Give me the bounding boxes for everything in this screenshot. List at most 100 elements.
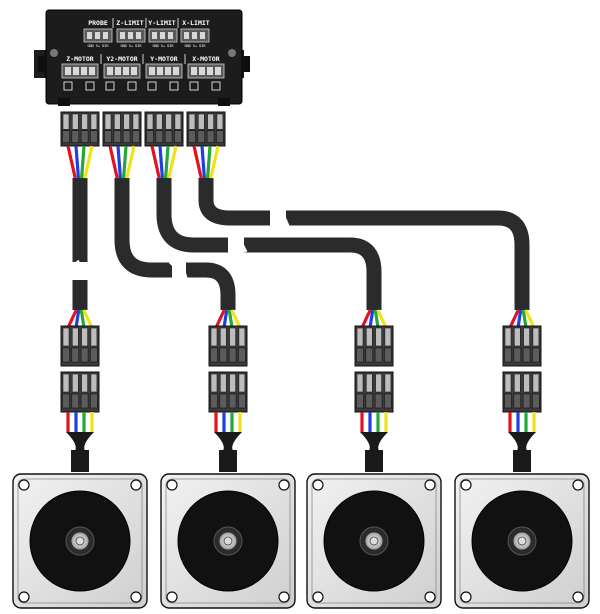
- plug-socket: [356, 393, 364, 409]
- motor-shaft-tip: [517, 536, 527, 546]
- cable-boot: [360, 432, 388, 452]
- plug-socket: [174, 130, 182, 143]
- port-label-z-motor: Z-MOTOR: [66, 55, 93, 63]
- mount-hole: [312, 479, 324, 491]
- plug-pin: [229, 373, 236, 393]
- motor-shaft-tip: [223, 536, 233, 546]
- plug-pin: [62, 113, 70, 130]
- stepper-motor-1: [12, 473, 148, 609]
- wire: [521, 309, 528, 327]
- wire: [509, 309, 520, 327]
- mount-hole: [130, 591, 142, 603]
- plug-socket: [188, 130, 196, 143]
- plug-socket: [122, 130, 131, 143]
- plug-socket: [90, 393, 98, 409]
- plug-pin: [220, 327, 227, 347]
- plug-pin: [513, 327, 521, 347]
- plug-pin: [504, 373, 512, 393]
- cable-bundle: [72, 178, 530, 310]
- plug-pin: [114, 113, 121, 130]
- mount-hole: [18, 591, 30, 603]
- wire: [164, 145, 170, 179]
- plug-pin: [72, 113, 79, 130]
- plug-pin: [123, 113, 130, 130]
- plug-socket: [113, 130, 122, 143]
- plug-socket: [238, 347, 246, 363]
- port-label-y-motor: Y-MOTOR: [150, 55, 177, 63]
- plug-pin: [62, 327, 70, 347]
- plug-pin: [216, 113, 224, 130]
- wire: [516, 309, 523, 327]
- plug-socket: [504, 393, 512, 409]
- plug-socket: [206, 130, 215, 143]
- plug-socket: [62, 393, 70, 409]
- wire: [230, 309, 241, 327]
- plug-pin: [104, 113, 112, 130]
- plug-pin: [220, 373, 227, 393]
- mount-hole: [572, 591, 584, 603]
- pin-hint-z-limit: GND S+ DIR: [120, 44, 142, 48]
- pin-hint-y-limit: GND S+ DIR: [152, 44, 174, 48]
- wire: [122, 145, 128, 179]
- wire: [83, 145, 94, 179]
- plug-socket: [513, 393, 522, 409]
- plug-socket: [104, 130, 112, 143]
- plug-socket: [238, 393, 246, 409]
- cable-boot: [508, 432, 536, 452]
- plug-socket: [504, 347, 512, 363]
- mount-hole: [278, 479, 290, 491]
- wire: [209, 145, 220, 179]
- plug-socket: [90, 130, 98, 143]
- plug-socket: [80, 347, 89, 363]
- wire: [227, 309, 234, 327]
- port-label-probe: PROBE: [88, 19, 108, 27]
- plug-socket: [164, 130, 173, 143]
- plug-pin: [72, 327, 79, 347]
- plug-socket: [513, 347, 522, 363]
- wire: [167, 145, 178, 179]
- plug-pin: [90, 327, 98, 347]
- mount-hole: [278, 591, 290, 603]
- wire: [373, 309, 380, 327]
- plug-pin: [90, 113, 98, 130]
- plug-pin: [174, 113, 182, 130]
- plug-pin: [356, 327, 364, 347]
- plug-pin: [504, 327, 512, 347]
- wire: [158, 145, 164, 179]
- plug-socket: [522, 393, 531, 409]
- plug-pin: [210, 373, 218, 393]
- mount-hole: [460, 591, 472, 603]
- port-label-x-motor: X-MOTOR: [192, 55, 219, 63]
- port-label-x-limit: X-LIMIT: [182, 19, 209, 27]
- plug-pin: [132, 113, 140, 130]
- mount-hole: [424, 479, 436, 491]
- plug-pin: [207, 113, 214, 130]
- plug-pin: [365, 373, 373, 393]
- plug-socket: [197, 130, 206, 143]
- plug-pin: [384, 327, 392, 347]
- plug-socket: [365, 393, 374, 409]
- plug-socket: [384, 347, 392, 363]
- plug-pin: [229, 327, 236, 347]
- port-label-z-limit: Z-LIMIT: [116, 19, 143, 27]
- plug-pin: [238, 373, 246, 393]
- plug-pin: [356, 373, 364, 393]
- wire: [192, 145, 203, 179]
- mount-hole: [424, 591, 436, 603]
- wire: [125, 145, 136, 179]
- plug-socket: [90, 347, 98, 363]
- plug-socket: [71, 393, 80, 409]
- plug-socket: [228, 347, 237, 363]
- cable-y-motor: [156, 178, 382, 310]
- wire: [524, 309, 535, 327]
- wire: [116, 145, 122, 179]
- plug-pin: [532, 373, 540, 393]
- plug-pin: [523, 373, 530, 393]
- plug-socket: [62, 347, 70, 363]
- plug-pin: [513, 373, 521, 393]
- plug-socket: [532, 393, 540, 409]
- pin-hint-probe: GND S+ DIR: [87, 44, 109, 48]
- wire: [74, 145, 80, 179]
- mount-hole: [18, 479, 30, 491]
